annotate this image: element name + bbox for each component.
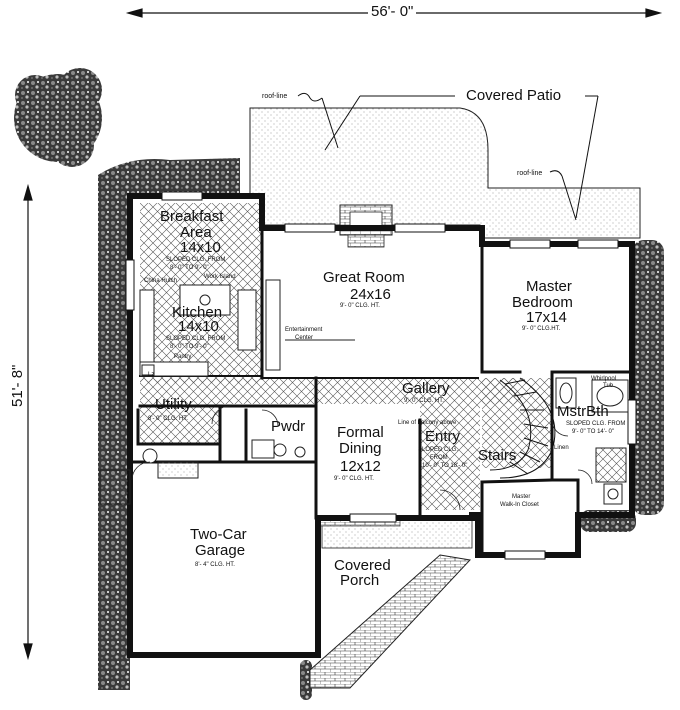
whirlpool-label-2: Tub	[603, 383, 614, 389]
front-walkway	[309, 519, 473, 689]
entry-ceiling: SLOPED CLG.	[418, 447, 459, 453]
linen-label: Linen	[554, 445, 569, 451]
utility-fixtures	[142, 439, 306, 464]
entertainment-center	[265, 279, 355, 371]
master-bedroom-size: 17x14	[526, 309, 567, 326]
width-dimension: 56'- 0"	[368, 4, 417, 19]
tree-icon	[14, 68, 102, 167]
garage-name: Two-Car	[190, 526, 247, 543]
utility-name: Utility	[155, 396, 192, 413]
master-bedroom-name-2: Bedroom	[512, 294, 573, 311]
gallery-ceiling: 9'- 0" CLG. HT.	[404, 398, 444, 404]
breakfast-ceiling: SLOPED CLG. FROM	[166, 257, 226, 263]
windows	[125, 191, 637, 560]
master-bath-ceiling: SLOPED CLG. FROM	[566, 421, 626, 427]
whirlpool-label: Whirlpool	[591, 376, 617, 382]
range-label: Lz	[148, 372, 155, 378]
master-bedroom-name: Master	[526, 278, 572, 295]
breakfast-size: 14x10	[180, 239, 221, 256]
roof-line-label-2: roof-line	[517, 170, 543, 177]
work-island-label: Work Island	[204, 274, 236, 280]
kitchen-name: Kitchen	[172, 304, 223, 321]
china-hutch-label: China Hutch	[144, 278, 178, 284]
doors	[131, 405, 593, 511]
covered-patio-label: Covered Patio	[466, 87, 562, 104]
stairs-name: Stairs	[478, 447, 517, 464]
balcony-line-label: Line of balcony above	[398, 420, 457, 426]
kitchen-size: 14x10	[178, 318, 219, 335]
great-room-size: 24x16	[350, 286, 391, 303]
covered-porch-name: Covered	[334, 557, 391, 574]
powder-name: Pwdr	[271, 418, 306, 435]
depth-dimension: 51'- 8"	[9, 361, 26, 410]
dimension-depth-line	[23, 183, 33, 661]
entry-ceiling-2: FROM	[430, 455, 448, 461]
pantry-label: Pantry	[174, 354, 192, 360]
breakfast-name-2: Area	[180, 224, 212, 241]
stairs-icon	[489, 377, 556, 479]
master-bath-name: MstrBth	[557, 403, 609, 420]
covered-porch-name-2: Porch	[340, 572, 380, 589]
formal-dining-name-2: Dining	[339, 440, 382, 457]
kitchen-ceiling-2: 8'- 0" TO 9'- 0"	[170, 344, 209, 350]
master-bath-ceiling-2: 9'- 0" TO 14'- 0"	[572, 429, 615, 435]
kitchen-fixtures	[139, 284, 257, 377]
formal-dining-ceiling: 9'- 0" CLG. HT.	[334, 476, 374, 482]
entertainment-label-2: Center	[295, 335, 314, 341]
roof-line-marks	[297, 92, 599, 221]
great-room-name: Great Room	[323, 269, 405, 286]
garage-name-2: Garage	[195, 542, 246, 559]
master-closet-name-2: Walk-In Closet	[500, 502, 539, 508]
roof-line-label: roof-line	[262, 93, 288, 100]
kitchen-ceiling: SLOPED CLG. FROM	[166, 336, 226, 342]
gallery-name: Gallery	[402, 380, 450, 397]
breakfast-name: Breakfast	[160, 208, 224, 225]
utility-ceiling: 8'- 0" CLG. HT.	[148, 416, 188, 422]
garage-ceiling: 8'- 4" CLG. HT.	[195, 562, 235, 568]
garage-steps	[99, 461, 199, 505]
breakfast-ceiling-2: 8'- 0" TO 9'- 0"	[170, 265, 209, 271]
formal-dining-name: Formal	[337, 424, 384, 441]
entry-name: Entry	[425, 428, 461, 445]
master-bath-fixtures	[555, 377, 629, 505]
covered-patio	[249, 107, 641, 239]
formal-dining-size: 12x12	[340, 458, 381, 475]
great-room-ceiling: 9'- 0" CLG. HT.	[340, 303, 380, 309]
master-closet-name: Master	[512, 494, 531, 500]
entertainment-label: Entertainment	[285, 327, 323, 333]
master-bedroom-ceiling: 9'- 0" CLG.HT.	[522, 326, 561, 332]
entry-ceiling-3: 10'- 0" TO 18'- 0"	[422, 463, 468, 469]
